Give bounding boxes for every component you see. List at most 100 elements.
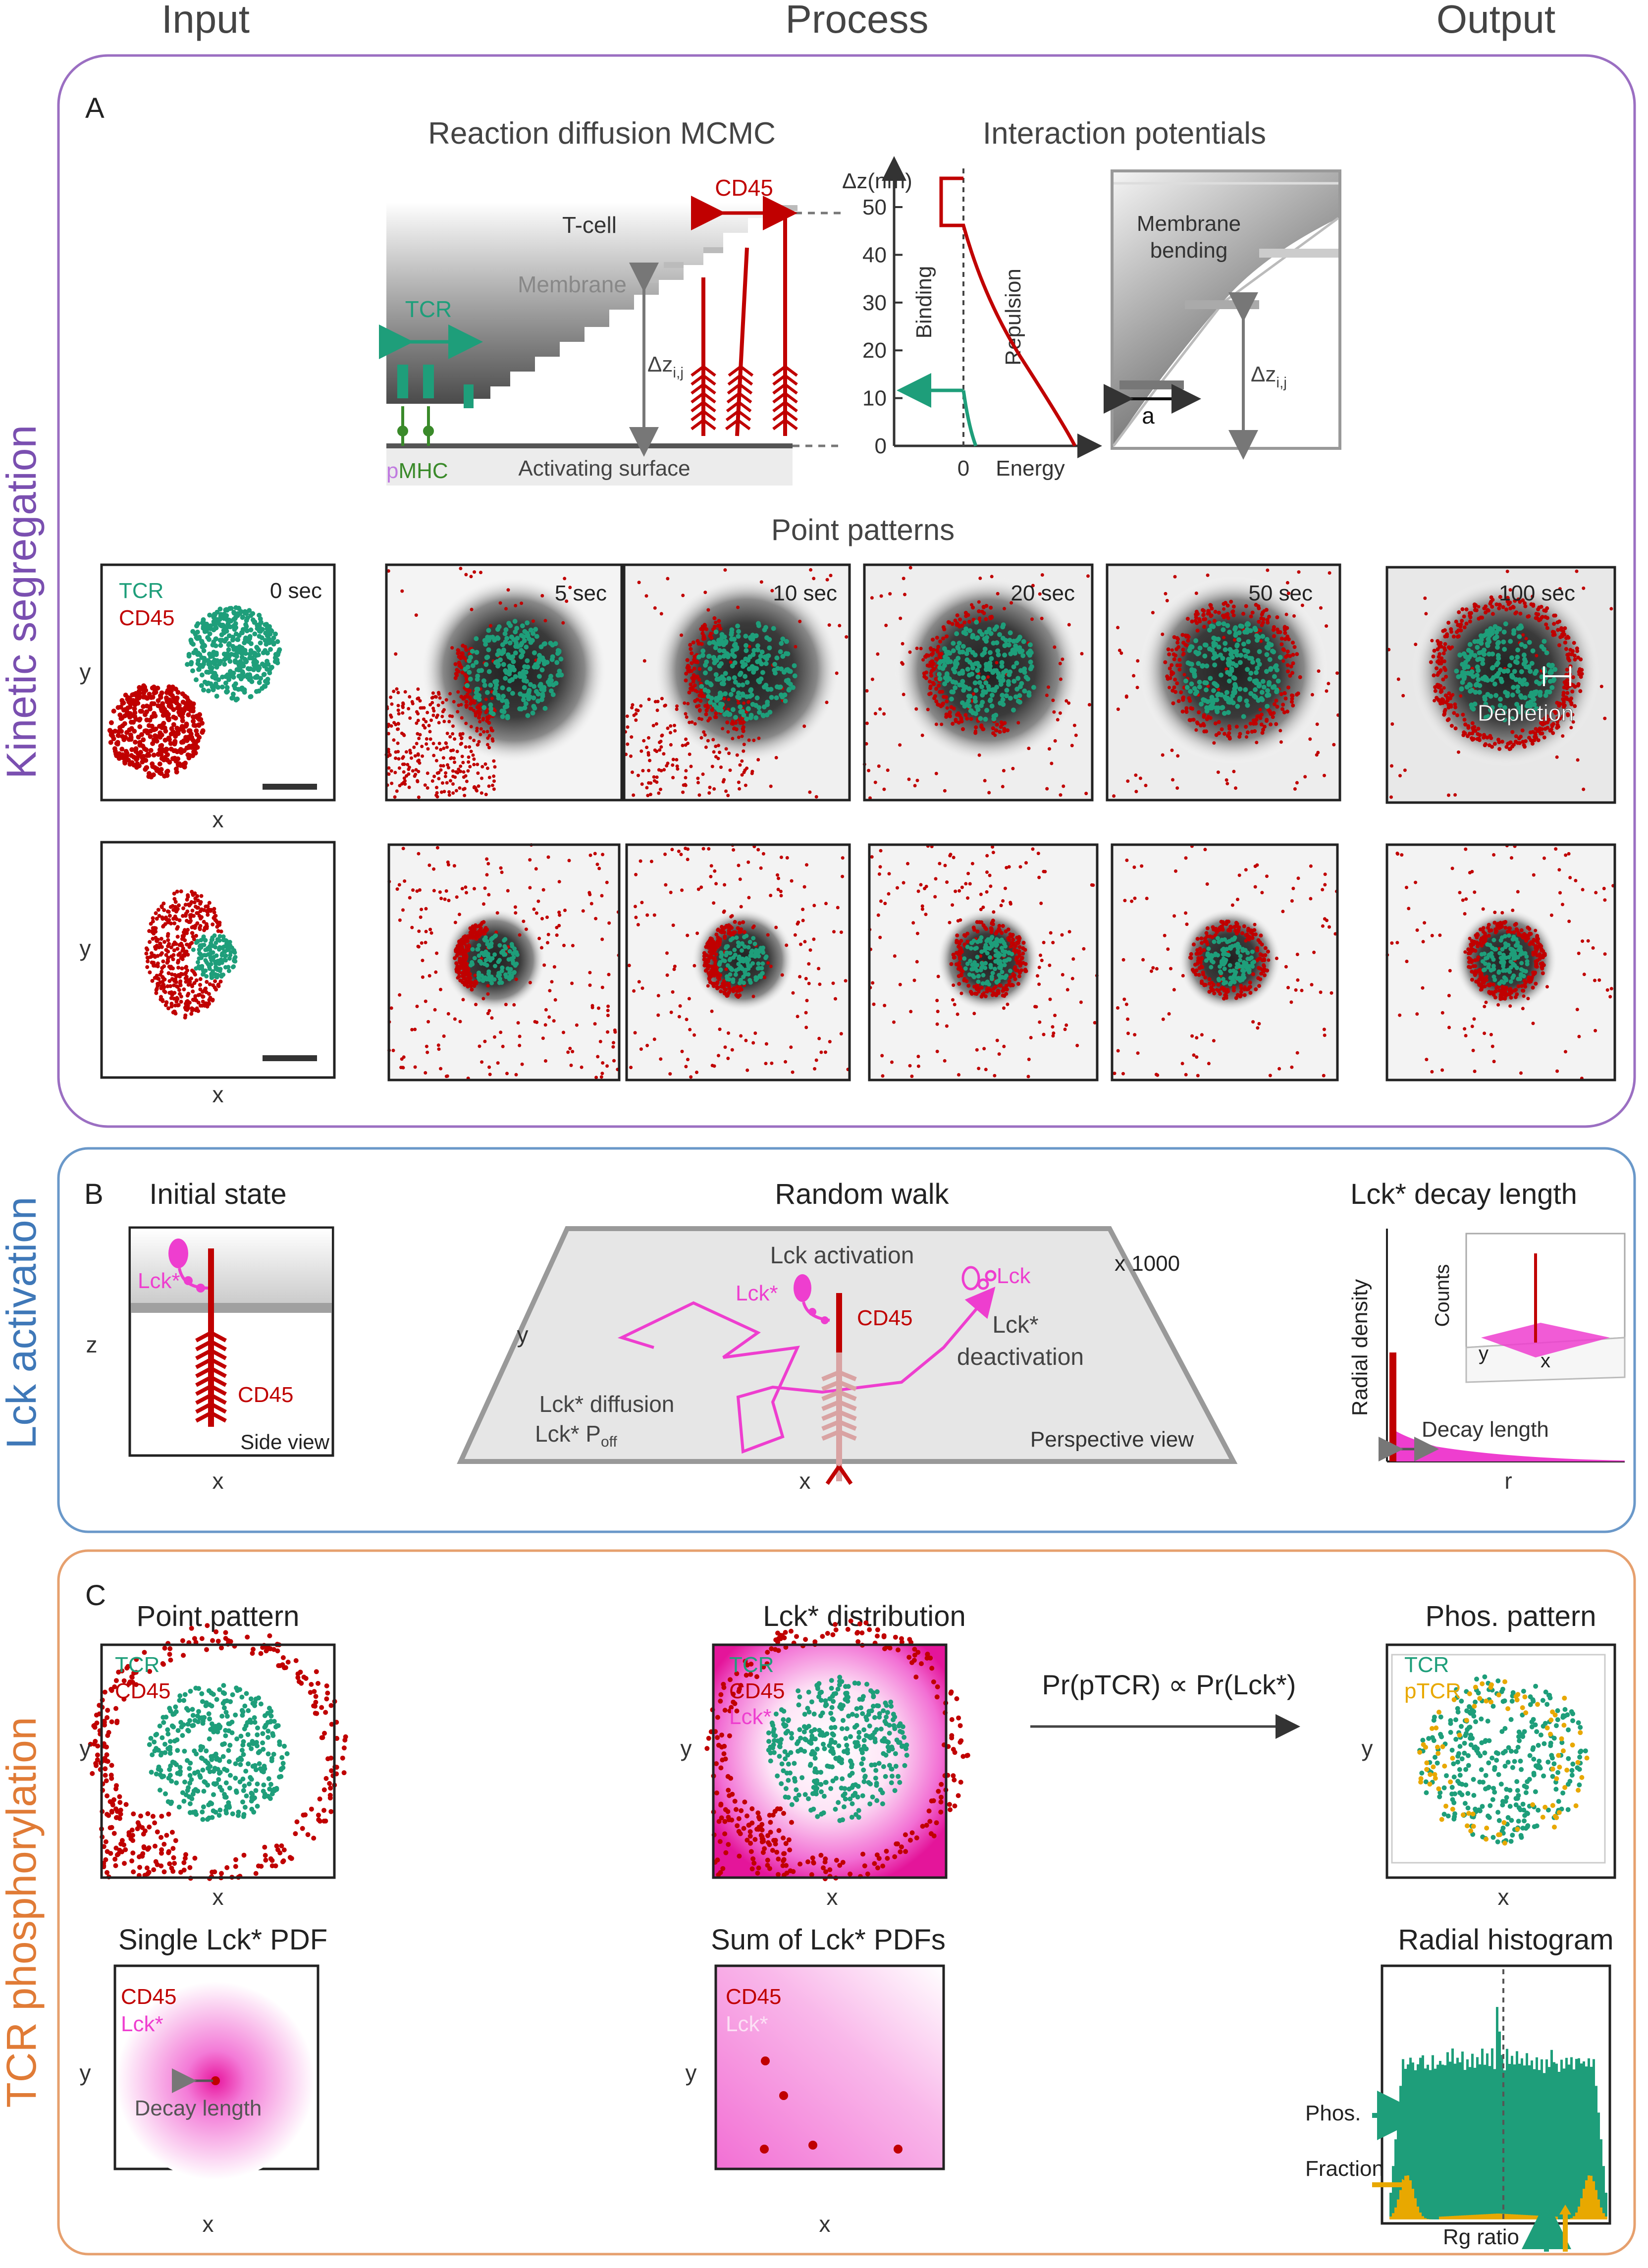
pp-frame — [863, 563, 1094, 802]
activating-surface-label: Activating surface — [518, 456, 690, 481]
panel-b-frame — [57, 1147, 1636, 1533]
time-label-10: 10 sec — [773, 581, 837, 605]
tcell-label: T-cell — [562, 212, 617, 238]
row-label-lck: Lck activation — [0, 1197, 45, 1449]
c-lck-4: Lck* — [121, 2012, 163, 2036]
phos-pattern-title: Phos. pattern — [1426, 1600, 1596, 1632]
y-tick-label: 40 — [862, 243, 887, 267]
cd45-rw-body — [836, 1293, 842, 1352]
point-pattern-title: Point pattern — [137, 1600, 300, 1632]
pp-frame — [625, 843, 851, 1081]
decay-peak — [1389, 1352, 1396, 1461]
deactivation-label-2: deactivation — [957, 1344, 1084, 1370]
tcr-potential-curve — [961, 390, 978, 447]
axis-x-b2: x — [799, 1468, 811, 1494]
pp-frame — [623, 563, 851, 802]
dz-label: Δzi,j — [647, 352, 684, 381]
decay-length-title: Lck* decay length — [1350, 1178, 1577, 1210]
axis-y-inset: y — [1479, 1343, 1489, 1364]
random-walk-title: Random walk — [775, 1178, 949, 1210]
cd45-label-a: CD45 — [715, 175, 773, 201]
axis-x-b1: x — [213, 1468, 224, 1494]
pp-frame — [1385, 843, 1616, 1081]
lck-activation-label: Lck activation — [770, 1242, 914, 1269]
axis-y-c4: y — [80, 2060, 91, 2086]
rg-ratio-label: Rg ratio — [1443, 2225, 1519, 2249]
axis-y-c1: y — [80, 1735, 91, 1761]
axis-y-a1: y — [80, 659, 91, 685]
axis-x-c4: x — [203, 2211, 214, 2237]
y-tick-label: 30 — [862, 291, 887, 315]
scale-bar-1 — [263, 784, 317, 790]
y-tick-label: 50 — [862, 195, 887, 219]
time-label-100: 100 sec — [1499, 581, 1575, 605]
radial-hist-title: Radial histogram — [1398, 1924, 1613, 1956]
tcr-molecules — [397, 365, 474, 408]
time-label-5: 5 sec — [555, 581, 607, 605]
column-output: Output — [1436, 0, 1555, 41]
axis-x-c3: x — [1498, 1884, 1509, 1910]
legend-cd45: CD45 — [119, 606, 175, 630]
axis-x-inset: x — [1541, 1350, 1550, 1372]
lck-distribution-title: Lck* distribution — [763, 1600, 965, 1632]
deactivation-label-1: Lck* — [992, 1312, 1038, 1338]
time-label-50: 50 sec — [1248, 581, 1313, 605]
rd-mcmc-title: Reaction diffusion MCMC — [428, 116, 776, 151]
axis-y-c5: y — [686, 2060, 697, 2086]
y-tick-label: 0 — [875, 434, 887, 458]
poff-label: Lck* Poff — [535, 1421, 617, 1450]
column-process: Process — [786, 0, 929, 41]
energy-label: Energy — [996, 456, 1064, 481]
pp-frame — [1385, 566, 1616, 804]
pp-frame — [387, 843, 621, 1081]
random-walk-path — [617, 1287, 996, 1454]
panel-a-frame — [57, 54, 1636, 1128]
cd45-rw-shadow — [821, 1352, 857, 1485]
repulsion-label: Repulsion — [1001, 269, 1025, 366]
bending-frame — [1111, 169, 1341, 450]
axis-x-a2: x — [213, 1081, 224, 1107]
point-pattern-panels — [100, 563, 1616, 1081]
row-label-tcr: TCR phosphorylation — [0, 1717, 45, 2107]
radial-density-label: Radial density — [1348, 1279, 1372, 1416]
phos-frame — [1385, 1643, 1616, 1879]
c-tcr-2: TCR — [729, 1653, 774, 1677]
pp-frame — [385, 563, 623, 802]
cd45-potential-curve — [939, 176, 1077, 447]
single-decay-label: Decay length — [135, 2096, 262, 2120]
row-label-kinetic: Kinetic segregation — [0, 425, 45, 779]
axis-x-c1: x — [213, 1884, 224, 1910]
axis-x-a1: x — [213, 807, 224, 832]
axis-y-c2: y — [681, 1735, 692, 1761]
pp-frame — [100, 841, 336, 1079]
lck-dist-frame — [712, 1643, 948, 1879]
c-cd45-2: CD45 — [729, 1679, 785, 1703]
tcell-membrane — [386, 202, 788, 404]
c-lck-2: Lck* — [729, 1705, 772, 1729]
lck-star-rw — [794, 1274, 811, 1302]
y-tick-label: 20 — [862, 338, 887, 363]
dz-axis-title: Δz(nm) — [842, 169, 912, 193]
c-lck-5: Lck* — [726, 2012, 768, 2036]
rd-schematic: T-cell Membrane TCR pMHC Activating surf… — [379, 175, 842, 486]
bending-label-2: bending — [1150, 238, 1228, 263]
pp-frame — [1111, 843, 1339, 1081]
pp-frame — [868, 843, 1099, 1081]
lck-label: Lck — [997, 1264, 1031, 1288]
binding-label: Binding — [912, 266, 936, 339]
bending-dz-label: Δzi,j — [1251, 362, 1287, 391]
bending-label-1: Membrane — [1137, 212, 1241, 236]
sum-pdf-points — [760, 2056, 903, 2154]
counts-3d-inset: Counts y x — [1432, 1233, 1626, 1383]
axis-r: r — [1504, 1468, 1512, 1494]
panel-letter-a: A — [85, 92, 105, 124]
activating-surface — [386, 448, 793, 486]
decay-length-label: Decay length — [1422, 1417, 1549, 1442]
time-label-20: 20 sec — [1010, 581, 1075, 605]
panel-c-plots — [88, 1619, 1616, 1882]
depletion-label: Depletion — [1478, 700, 1574, 726]
legend-tcr: TCR — [119, 579, 163, 603]
lck-inactive — [961, 1266, 997, 1291]
